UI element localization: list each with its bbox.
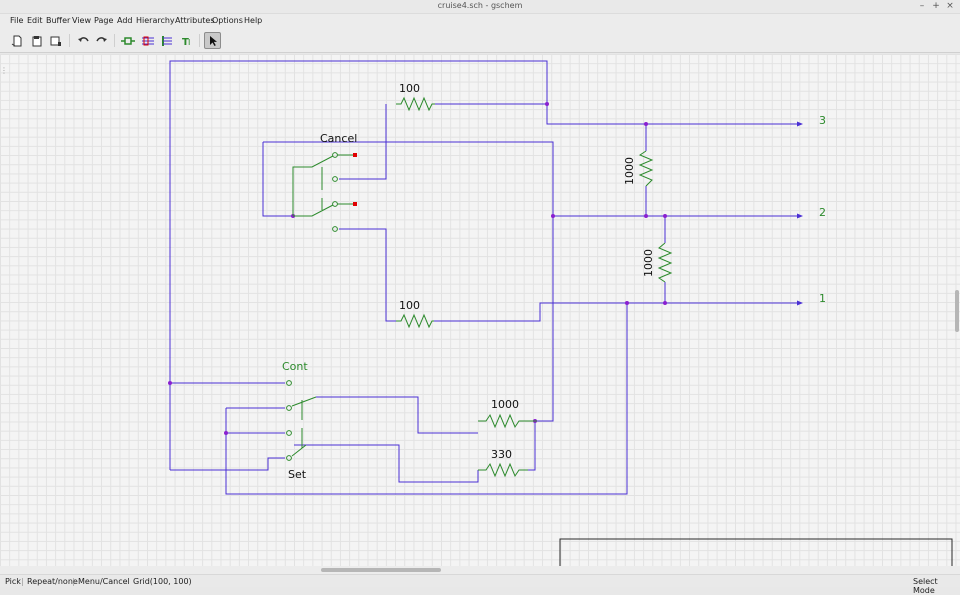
menu-hierarchy[interactable]: Hierarchy [136, 16, 175, 25]
junctions [168, 102, 667, 435]
menu-help[interactable]: Help [244, 16, 263, 25]
resistor-top-value: 100 [399, 82, 420, 95]
horizontal-scrollbar [0, 566, 960, 574]
title-bar: cruise4.sch - gschem – + × [0, 0, 960, 14]
open-file-icon[interactable] [28, 32, 45, 49]
net-switch-upper[interactable] [226, 396, 478, 434]
net-cancel-lower[interactable] [339, 228, 396, 322]
resistor-divider-lower-value: 1000 [642, 249, 655, 277]
status-grid: Grid(100, 100) [133, 577, 192, 586]
new-file-icon[interactable] [8, 32, 25, 49]
output-3-label: 3 [819, 114, 826, 127]
add-component-icon[interactable] [119, 32, 136, 49]
resistor-divider-upper-1000[interactable] [638, 150, 654, 187]
vertical-scrollbar[interactable] [955, 290, 959, 332]
status-divider: | [72, 577, 75, 586]
net-labels: Cont 3 2 1 [282, 114, 826, 373]
output-2-label: 2 [819, 206, 826, 219]
components [286, 96, 673, 478]
net-r100-bottom-right[interactable] [434, 302, 800, 322]
schematic-canvas[interactable]: ⋮ [0, 54, 960, 566]
resistor-divider-lower-1000[interactable] [657, 242, 673, 283]
arrowheads [797, 121, 803, 306]
menu-add[interactable]: Add [117, 16, 133, 25]
menu-options[interactable]: Options [212, 16, 243, 25]
toolbar-separator [69, 34, 70, 47]
resistor-divider-upper-value: 1000 [623, 157, 636, 185]
redo-icon[interactable] [93, 32, 110, 49]
minimize-icon[interactable]: – [919, 1, 925, 11]
toolbar-separator [199, 34, 200, 47]
set-label: Set [288, 468, 307, 481]
menu-attributes[interactable]: Attributes [175, 16, 215, 25]
status-repeat: Repeat/none [27, 577, 78, 586]
save-file-icon[interactable] [47, 32, 64, 49]
net-row3[interactable] [546, 104, 800, 125]
output-1-label: 1 [819, 292, 826, 305]
status-menu: Menu/Cancel [78, 577, 130, 586]
net-set-left[interactable] [170, 457, 285, 471]
svg-text:T: T [182, 37, 189, 47]
resistor-set-lower-330[interactable] [478, 462, 528, 478]
resistor-bottom-100[interactable] [396, 313, 434, 329]
net-lower-loop[interactable] [225, 303, 628, 495]
handle-grip-icon[interactable]: ⋮ [0, 66, 8, 75]
svg-text:I: I [188, 38, 190, 47]
menu-file[interactable]: File [10, 16, 24, 25]
cancel-label: Cancel [320, 132, 357, 145]
unconnected-pin-ends [353, 153, 357, 206]
cont-label: Cont [282, 360, 308, 373]
status-bar: Pick | Repeat/none | Menu/Cancel Grid(10… [0, 574, 960, 595]
cont-set-switch[interactable] [291, 396, 317, 457]
menu-page[interactable]: Page [94, 16, 114, 25]
status-pick: Pick [5, 577, 21, 586]
component-values: 100 100 1000 1000 1000 330 Cancel Set [288, 82, 655, 481]
menu-view[interactable]: View [72, 16, 91, 25]
close-icon[interactable]: × [946, 1, 954, 11]
add-net-icon[interactable] [139, 32, 156, 49]
resistor-bottom-value: 100 [399, 299, 420, 312]
nets [169, 60, 800, 495]
add-bus-icon[interactable] [158, 32, 175, 49]
horizontal-scrollbar-thumb[interactable] [321, 568, 441, 572]
resistor-set-lower-value: 330 [491, 448, 512, 461]
menu-edit[interactable]: Edit [27, 16, 43, 25]
resistor-set-upper-value: 1000 [491, 398, 519, 411]
status-divider: | [21, 577, 24, 586]
net-r330-right[interactable] [528, 421, 536, 471]
net-switch-lower[interactable] [294, 444, 479, 483]
undo-icon[interactable] [74, 32, 91, 49]
resistor-top-100[interactable] [396, 96, 435, 112]
menu-bar: File Edit Buffer View Page Add Hierarchy… [0, 14, 960, 28]
status-mode: Select Mode [913, 577, 938, 595]
toolbar-separator [114, 34, 115, 47]
title-block-frame [559, 538, 953, 566]
net-outer-loop[interactable] [169, 60, 548, 470]
net-r100-top-left[interactable] [339, 104, 387, 180]
select-mode-icon[interactable] [204, 32, 221, 49]
net-cancel-frame[interactable] [262, 141, 554, 422]
resistor-set-upper-1000[interactable] [478, 413, 537, 429]
maximize-icon[interactable]: + [932, 1, 940, 11]
menu-buffer[interactable]: Buffer [46, 16, 71, 25]
window-title: cruise4.sch - gschem [437, 1, 523, 10]
schematic-drawing: 100 100 1000 1000 1000 330 Cancel Set Co… [168, 60, 953, 566]
cancel-switch[interactable] [292, 154, 355, 217]
